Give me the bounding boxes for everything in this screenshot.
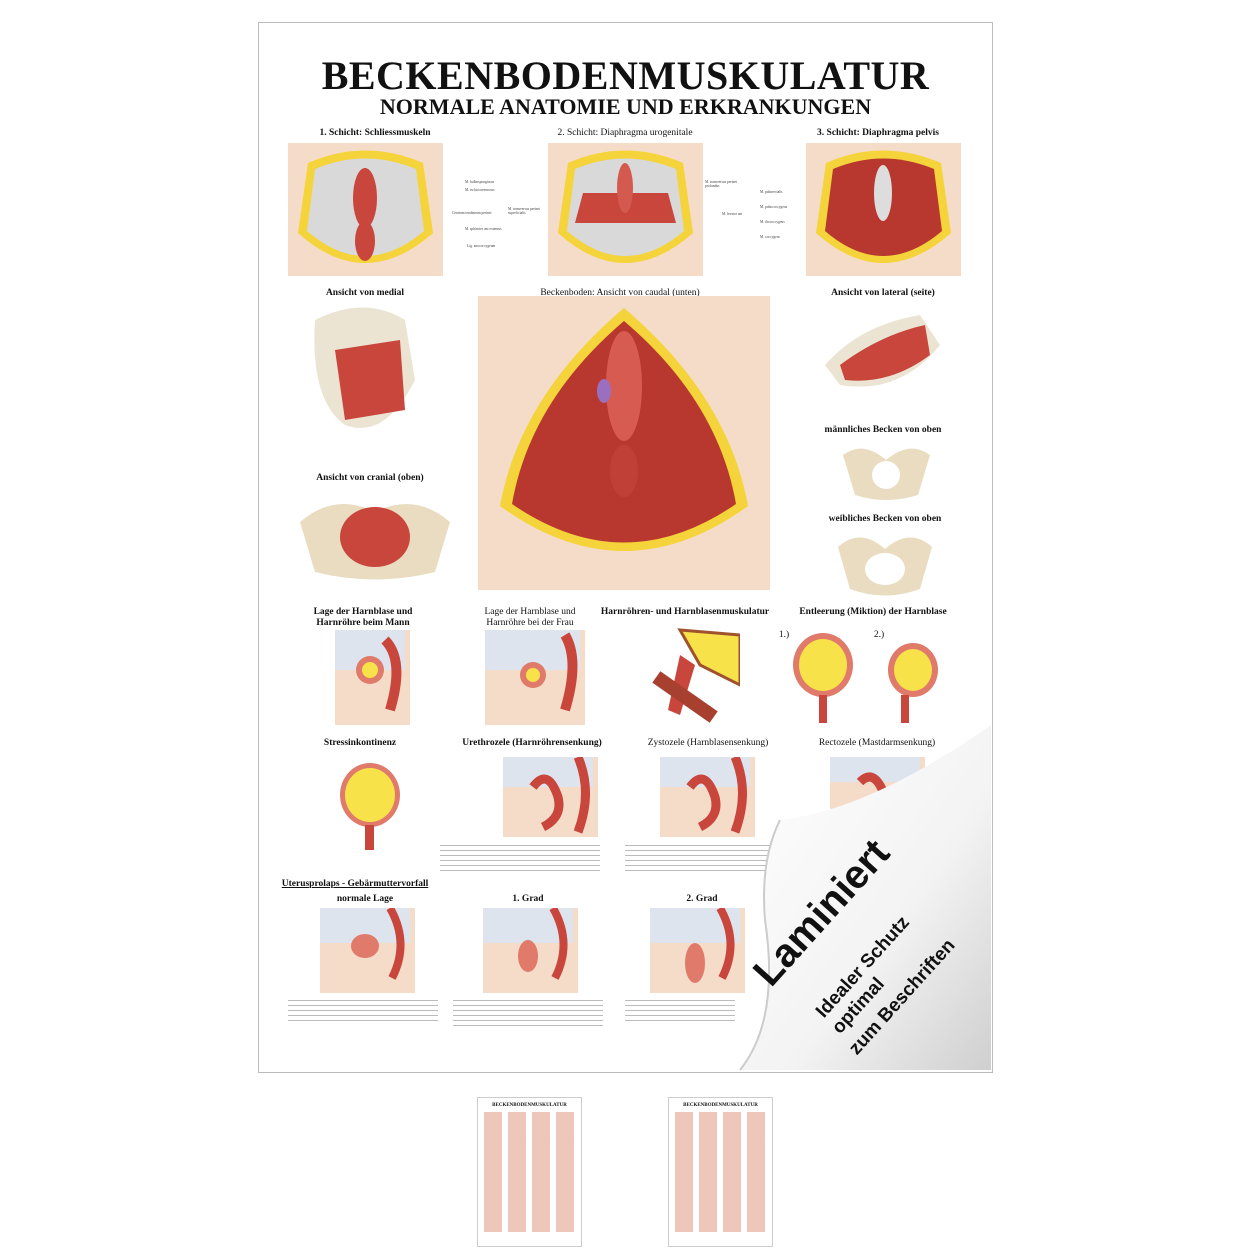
layer-1-illustration — [288, 143, 443, 276]
label-bulbospongiosus: M. bulbospongiosus — [465, 180, 495, 184]
caption-normal-position: normale Lage — [336, 894, 394, 904]
grade-1-illustration — [483, 908, 578, 993]
male-pelvis-illustration — [843, 448, 930, 500]
caudal-view-illustration — [478, 296, 770, 590]
thumbnail-title: BECKENBODENMUSKULATUR — [683, 1103, 758, 1108]
urethrocele-illustration — [503, 757, 598, 837]
female-bladder-illustration — [485, 630, 585, 725]
cystocele-text — [625, 845, 785, 875]
grade-2-illustration — [650, 908, 745, 993]
cystocele-illustration — [660, 757, 755, 837]
medial-view-illustration — [314, 307, 415, 428]
caption-medial: Ansicht von medial — [325, 288, 405, 298]
caption-female-pelvis: weibliches Becken von oben — [828, 514, 942, 524]
page-curl-overlay — [739, 725, 991, 1071]
label-anococcygeum: Lig. anococcygeum — [467, 244, 496, 248]
grade-2-text — [625, 1000, 735, 1022]
grade-1-text — [453, 1000, 603, 1027]
thumbnail-title: BECKENBODENMUSKULATUR — [492, 1103, 567, 1108]
caption-layer-3: 3. Schicht: Diaphragma pelvis — [817, 128, 939, 138]
label-levator-ani: M. levator ani — [722, 212, 743, 216]
label-sphincter-ani: M. sphincter ani externus — [465, 227, 502, 231]
male-bladder-illustration — [335, 630, 410, 725]
caption-cystocele: Zystozele (Harnblasensenkung) — [647, 738, 769, 748]
label-iliococcygeus: M. iliococcygeus — [760, 220, 785, 224]
normal-position-text — [288, 1000, 438, 1022]
label-ischiocavernosus: M. ischiocavernosus — [465, 188, 495, 192]
thumbnail-poster[interactable]: BECKENBODENMUSKULATUR — [477, 1097, 582, 1247]
micturition-illustration — [793, 633, 938, 723]
micturition-step-2: 2.) — [873, 630, 885, 640]
female-pelvis-illustration — [838, 537, 932, 596]
caption-urethrocele: Urethrozele (Harnröhrensenkung) — [462, 738, 602, 748]
label-pubococcygeus: M. pubococcygeus — [760, 205, 788, 209]
micturition-step-1: 1.) — [778, 630, 790, 640]
thumbnail-laminated-poster[interactable]: BECKENBODENMUSKULATUR — [668, 1097, 773, 1247]
caption-lateral: Ansicht von lateral (seite) — [831, 288, 935, 298]
label-centrum-tendineum: Centrum tendineum perinei — [452, 211, 492, 215]
label-coccygeus: M. coccygeus — [760, 235, 780, 239]
caption-urethra-muscles: Harnröhren- und Harnblasenmuskulatur — [600, 607, 770, 617]
stress-incontinence-illustration — [340, 763, 400, 850]
urethra-muscle-illustration — [652, 628, 740, 723]
caption-rectocele: Rectozele (Mastdarmsenkung) — [818, 738, 936, 748]
poster-subtitle: NORMALE ANATOMIE UND ERKRANKUNGEN — [379, 94, 872, 119]
layer-2-illustration — [548, 143, 703, 276]
caption-micturition: Entleerung (Miktion) der Harnblase — [799, 607, 947, 617]
caption-cranial: Ansicht von cranial (oben) — [316, 473, 424, 483]
label-puborectalis: M. puborectalis — [760, 190, 783, 194]
lateral-view-illustration — [825, 315, 940, 387]
caption-layer-2: 2. Schicht: Diaphragma urogenitale — [557, 128, 693, 138]
caption-male-pelvis: männliches Becken von oben — [824, 425, 942, 435]
caption-bladder-female: Lage der Harnblase und Harnröhre bei der… — [484, 607, 576, 628]
layer-3-illustration — [806, 143, 961, 276]
caption-bladder-male: Lage der Harnblase und Harnröhre beim Ma… — [313, 607, 413, 628]
caption-grade-1: 1. Grad — [512, 894, 544, 904]
urethrocele-text — [440, 845, 600, 875]
caption-grade-2: 2. Grad — [686, 894, 718, 904]
thumbnail-preview — [484, 1112, 575, 1232]
poster-title: BECKENBODENMUSKULATUR — [321, 53, 930, 98]
caption-stress-incontinence: Stressinkontinenz — [323, 738, 397, 748]
normal-position-illustration — [320, 908, 415, 993]
prolapse-heading: Uterusprolaps - Gebärmuttervorfall — [281, 879, 429, 889]
caption-caudal: Beckenboden: Ansicht von caudal (unten) — [540, 288, 700, 298]
caption-layer-1: 1. Schicht: Schliessmuskeln — [319, 128, 431, 138]
cranial-view-illustration — [300, 504, 450, 580]
label-transversus-profundus: M. transversus perinei profundus — [705, 180, 738, 189]
label-transversus-superficialis: M. transversus perinei superficialis — [508, 207, 541, 216]
thumbnail-preview — [675, 1112, 766, 1232]
